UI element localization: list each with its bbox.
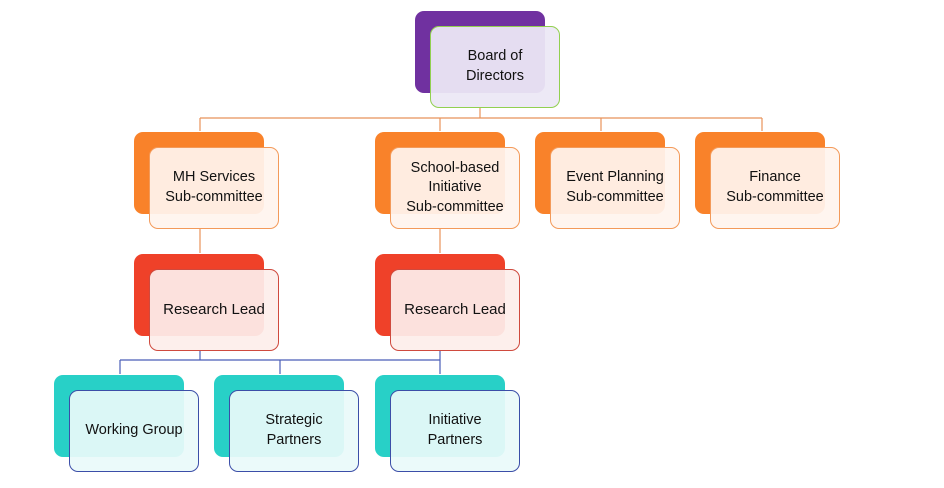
- node-strategic-partners-label: Strategic Partners: [229, 390, 359, 472]
- node-board-of-directors-label: Board of Directors: [430, 26, 560, 108]
- node-event-planning-label: Event Planning Sub-committee: [550, 147, 680, 229]
- node-initiative-partners-label: Initiative Partners: [390, 390, 520, 472]
- node-mh-services-label: MH Services Sub-committee: [149, 147, 279, 229]
- node-school-based-initiative-label: School-based Initiative Sub-committee: [390, 147, 520, 229]
- node-research-lead-school-label: Research Lead: [390, 269, 520, 351]
- node-research-lead-mh-label: Research Lead: [149, 269, 279, 351]
- node-working-group-label: Working Group: [69, 390, 199, 472]
- node-finance-label: Finance Sub-committee: [710, 147, 840, 229]
